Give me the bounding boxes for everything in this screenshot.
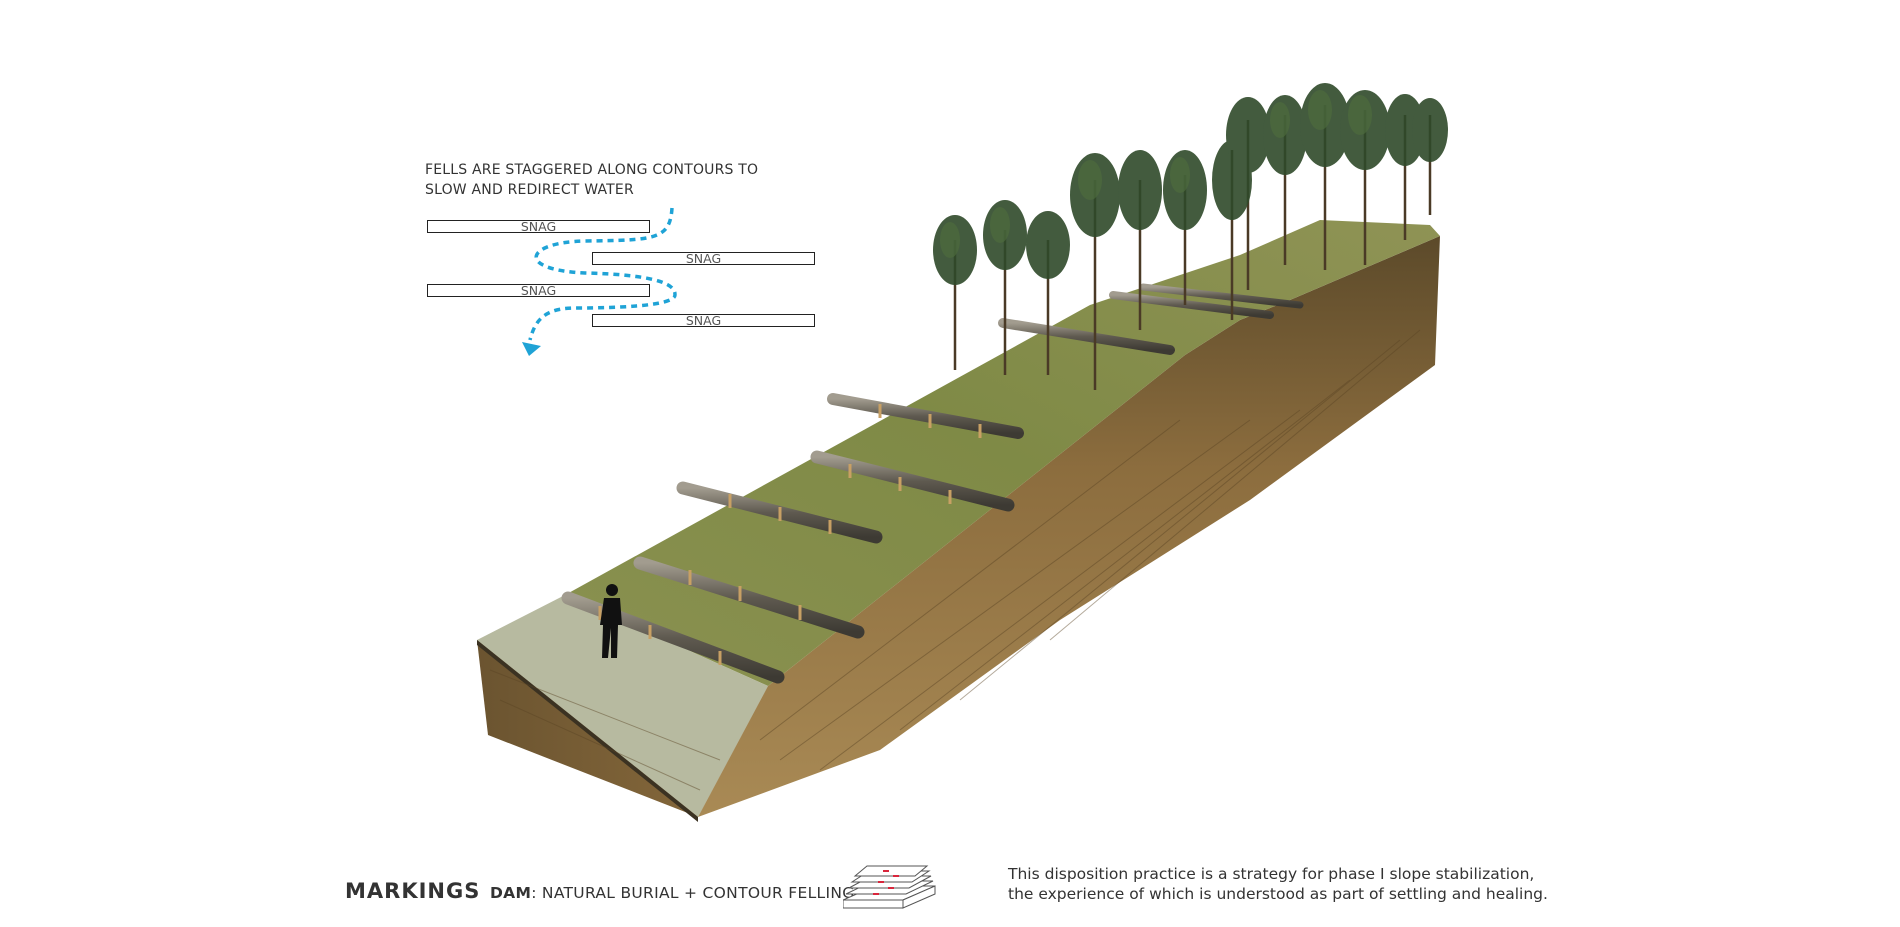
water-flow-arrow bbox=[522, 207, 677, 356]
snag-box: SNAG bbox=[427, 220, 650, 233]
description-line-2: the experience of which is understood as… bbox=[1008, 885, 1548, 903]
marking-type-rest: : NATURAL BURIAL + CONTOUR FELLING bbox=[531, 884, 855, 902]
markings-title: MARKINGS bbox=[345, 879, 481, 903]
marking-type-label: DAM: NATURAL BURIAL + CONTOUR FELLING bbox=[490, 884, 855, 902]
log bbox=[827, 393, 1024, 439]
dam-stack-icon bbox=[843, 865, 936, 909]
marking-type-bold: DAM bbox=[490, 884, 532, 902]
inset-caption-line-1: FELLS ARE STAGGERED ALONG CONTOURS TO bbox=[425, 162, 759, 178]
inset-caption: FELLS ARE STAGGERED ALONG CONTOURS TO SL… bbox=[425, 160, 785, 200]
description-line-1: This disposition practice is a strategy … bbox=[1008, 865, 1535, 883]
block-front-face bbox=[698, 236, 1440, 817]
description-text: This disposition practice is a strategy … bbox=[1008, 864, 1548, 904]
snag-box: SNAG bbox=[427, 284, 650, 297]
paved-landing bbox=[477, 595, 768, 817]
inset-caption-line-2: SLOW AND REDIRECT WATER bbox=[425, 182, 634, 198]
snag-inset-diagram: FELLS ARE STAGGERED ALONG CONTOURS TO SL… bbox=[425, 160, 825, 360]
log bbox=[633, 556, 865, 639]
grass-surface bbox=[565, 220, 1440, 686]
human-figure bbox=[600, 584, 622, 658]
snag-box: SNAG bbox=[592, 252, 815, 265]
log bbox=[998, 318, 1175, 355]
pine-trees bbox=[933, 83, 1448, 390]
snag-box: SNAG bbox=[592, 314, 815, 327]
log bbox=[1139, 283, 1304, 309]
